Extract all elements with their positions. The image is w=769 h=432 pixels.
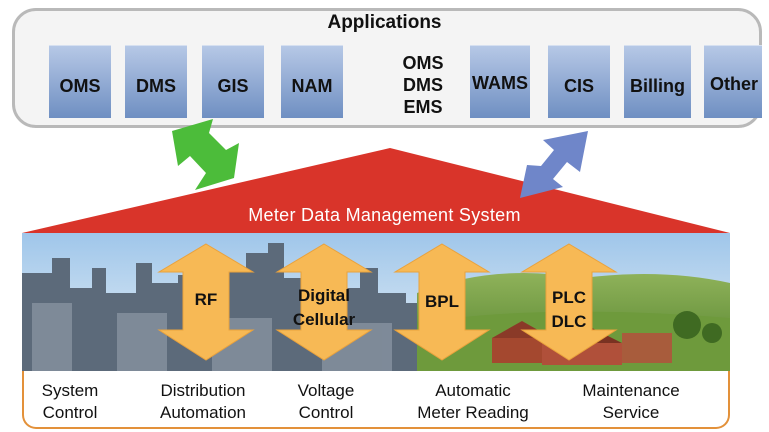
- functions-panel: [22, 371, 730, 429]
- app-box-other: [704, 45, 762, 118]
- plc-dlc-arrow: [520, 243, 618, 361]
- app-label-wams: WAMS: [472, 73, 528, 93]
- app-label-dms: DMS: [136, 76, 176, 96]
- comm-label-bpl: BPL: [425, 292, 459, 311]
- app-label-billing: Billing: [630, 76, 685, 96]
- app-label-other: Other: [709, 74, 758, 94]
- function-system-control: System Control: [41, 381, 99, 422]
- function-automatic-meter-reading: Automatic Meter Reading: [417, 381, 529, 422]
- mdm-title: Meter Data Management System: [248, 205, 521, 225]
- bpl-arrow: [393, 243, 491, 361]
- app-box-cis: [548, 45, 610, 118]
- mdm-triangle: [22, 148, 730, 233]
- app-label-oms: OMS: [59, 76, 101, 96]
- comm-label-digital-cellular: Digital Cellular: [292, 286, 356, 329]
- app-box-gis: [202, 45, 264, 118]
- applications-title: Applications: [327, 12, 442, 33]
- app-label-oms-dms-ems: OMS DMS EMS: [402, 53, 444, 117]
- app-box-billing: [624, 45, 691, 118]
- function-maintenance-service: Maintenance Service: [582, 381, 680, 422]
- blue-double-arrow: [520, 131, 588, 198]
- app-label-cis: CIS: [563, 76, 594, 96]
- app-box-wams: [470, 45, 530, 118]
- comm-label-rf: RF: [194, 290, 218, 309]
- function-distribution-automation: Distribution Automation: [160, 381, 246, 422]
- app-label-gis: GIS: [217, 76, 249, 96]
- comm-label-plc-dlc: PLC DLC: [551, 288, 587, 331]
- app-box-nam: [281, 45, 343, 118]
- app-box-oms: [49, 45, 111, 118]
- function-voltage-control: Voltage Control: [297, 381, 355, 422]
- app-label-nam: NAM: [291, 76, 333, 96]
- digital-cellular-arrow: [275, 243, 373, 361]
- rf-arrow: [157, 243, 255, 361]
- app-box-dms: [125, 45, 187, 118]
- green-double-arrow: [172, 119, 239, 190]
